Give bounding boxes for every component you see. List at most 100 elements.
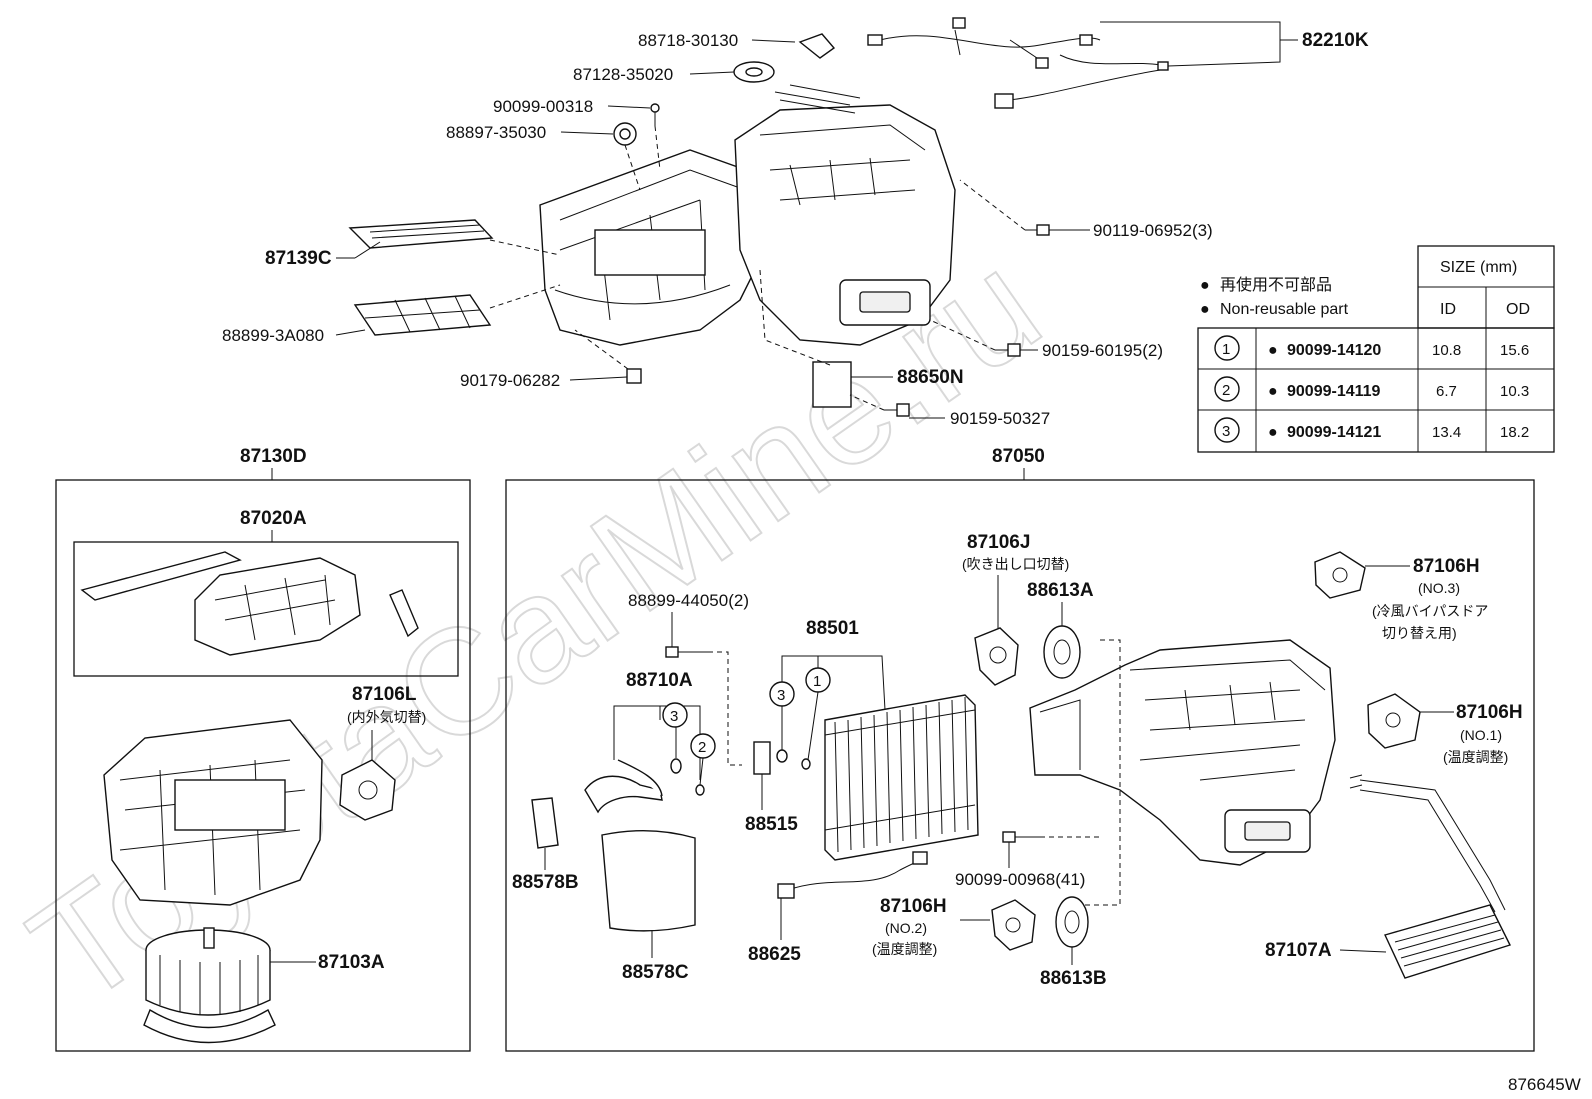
- legend: ● 再使用不可部品 ● Non-reusable part: [1200, 276, 1349, 318]
- legend-symbol-jp: ●: [1200, 277, 1210, 294]
- note-no3: (NO.3): [1418, 580, 1460, 596]
- label-90179-06282: 90179-06282: [460, 371, 560, 390]
- table-row-marker: 1: [1222, 341, 1230, 358]
- note-no3-1: (冷風バイパスドア: [1372, 603, 1488, 619]
- table-row-od: 18.2: [1500, 424, 1529, 441]
- gear-88613A: [1043, 625, 1081, 679]
- right-group-frame: [505, 479, 1535, 1052]
- expansion-valve-88515: [753, 741, 771, 775]
- servo-87106H-no2: [991, 899, 1036, 951]
- table-row-id: 10.8: [1432, 342, 1461, 359]
- table-row-symbol: ●: [1268, 424, 1278, 441]
- label-90119-06952: 90119-06952(3): [1093, 221, 1213, 240]
- table-row-marker: 2: [1222, 382, 1230, 399]
- bolt-88899-44050: [665, 646, 679, 658]
- label-88897-35030: 88897-35030: [446, 123, 546, 142]
- table-marker-circle: [1214, 376, 1240, 402]
- left-group-title: 87130D: [240, 446, 307, 467]
- table-row-marker: 3: [1222, 423, 1230, 440]
- right-group-title: 87050: [992, 446, 1045, 467]
- table-row-part: 90099-14119: [1287, 383, 1381, 400]
- sensor-wire-88625: [787, 859, 926, 891]
- heater-core-87107A: [1384, 904, 1511, 979]
- circle-marker-label: 3: [670, 708, 678, 725]
- sub-group-frame: [73, 541, 459, 677]
- table-row-symbol: ●: [1268, 383, 1278, 400]
- filter-88899-3A080: [353, 294, 492, 336]
- table-row-id: 13.4: [1432, 424, 1461, 441]
- label-87139C: 87139C: [265, 248, 332, 269]
- label-88718-30130: 88718-30130: [638, 31, 738, 50]
- label-90159-50327: 90159-50327: [950, 409, 1050, 428]
- left-group: 87130D 87020A 87106L (内外気切替) 87103A: [55, 446, 471, 1052]
- label-82210K: 82210K: [1302, 30, 1369, 51]
- label-88613A: 88613A: [1027, 580, 1094, 601]
- top-assembly: [348, 17, 1169, 417]
- clip-88718: [798, 33, 836, 59]
- size-table-title: SIZE (mm): [1440, 259, 1517, 276]
- circle-marker-label: 2: [698, 739, 706, 756]
- legend-symbol-en: ●: [1200, 301, 1210, 318]
- bolt-90159-50327: [896, 403, 910, 417]
- blower-case-opening: [174, 779, 286, 831]
- label-88899-44050: 88899-44050(2): [628, 591, 749, 610]
- note-87106J: (吹き出し口切替): [962, 556, 1069, 572]
- table-row-od: 15.6: [1500, 342, 1529, 359]
- note-87106L: (内外気切替): [347, 709, 426, 725]
- servo-87106H-no3: [1314, 551, 1366, 599]
- label-87106J: 87106J: [967, 532, 1030, 553]
- blower-housing-upper: [194, 557, 361, 656]
- label-88650N: 88650N: [897, 367, 964, 388]
- screw-90099-00318: [650, 103, 660, 113]
- servo-87106H-no1: [1367, 693, 1421, 749]
- label-90159-60195: 90159-60195(2): [1042, 341, 1163, 360]
- label-87106H-no2: 87106H: [880, 896, 947, 917]
- left-group-frame: [55, 479, 471, 1052]
- gear-88613B: [1055, 896, 1089, 948]
- label-87128-35020: 87128-35020: [573, 65, 673, 84]
- bolt-90119: [1036, 224, 1050, 236]
- wire-harness-82210K: [879, 29, 1161, 101]
- top-leaders: [335, 21, 1298, 419]
- table-row-id: 6.7: [1436, 383, 1457, 400]
- note-no1: (NO.1): [1460, 727, 1502, 743]
- table-marker-circle: [1214, 335, 1240, 361]
- figure-id: 876645W: [1508, 1075, 1581, 1094]
- label-87103A: 87103A: [318, 952, 385, 973]
- servo-87106J: [974, 627, 1019, 686]
- size-table: SIZE (mm) ID OD 1 ● 90099-14120 10.8 15.…: [1197, 245, 1555, 453]
- label-88710A: 88710A: [626, 670, 693, 691]
- table-row-part: 90099-14120: [1287, 342, 1381, 359]
- foam-88578C: [601, 829, 696, 932]
- blower-case-window: [594, 229, 706, 276]
- gasket-strip: [80, 551, 242, 601]
- size-table-col-id: ID: [1440, 301, 1456, 318]
- blower-motor-body: [145, 950, 271, 1016]
- table-row-symbol: ●: [1268, 342, 1278, 359]
- note-no3-2: 切り替え用): [1382, 625, 1457, 641]
- label-90099-00968: 90099-00968(41): [955, 870, 1085, 889]
- label-88578B: 88578B: [512, 872, 579, 893]
- label-87107A: 87107A: [1265, 940, 1332, 961]
- sub-group-title: 87020A: [240, 508, 307, 529]
- foam-88578B: [531, 797, 559, 849]
- label-88613B: 88613B: [1040, 968, 1107, 989]
- label-88515: 88515: [745, 814, 798, 835]
- label-87106H-no3: 87106H: [1413, 556, 1480, 577]
- legend-en: Non-reusable part: [1220, 301, 1349, 318]
- table-row-od: 10.3: [1500, 383, 1529, 400]
- label-88625: 88625: [748, 944, 801, 965]
- label-88501: 88501: [806, 618, 859, 639]
- clip-part: [389, 589, 419, 638]
- note-no2-temp: (温度調整): [872, 941, 937, 957]
- label-88899-3A080: 88899-3A080: [222, 326, 324, 345]
- table-marker-circle: [1214, 417, 1240, 443]
- label-87106H-no1: 87106H: [1456, 702, 1523, 723]
- circle-marker: [662, 702, 688, 728]
- module-88650N: [812, 361, 852, 408]
- screw-90099-00968: [1002, 831, 1016, 843]
- size-table-col-od: OD: [1506, 301, 1530, 318]
- table-row-part: 90099-14121: [1287, 424, 1381, 441]
- nut-90179: [626, 368, 642, 384]
